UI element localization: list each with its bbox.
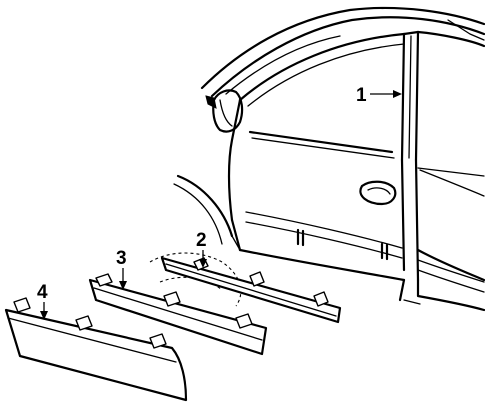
part-4-molding <box>4 297 188 402</box>
front-door <box>227 30 485 312</box>
callout-2-label: 2 <box>196 230 207 251</box>
callout-4-arrow <box>40 302 48 320</box>
callout-2-arrow <box>199 250 207 268</box>
side-mirror <box>205 89 244 133</box>
callout-3-arrow <box>119 268 127 290</box>
part-2-molding <box>160 256 342 324</box>
part-3-molding <box>88 273 268 356</box>
front-fender-wheel-arch <box>149 174 242 307</box>
car-roof-and-pillar <box>200 6 485 98</box>
callout-1-label: 1 <box>356 85 367 106</box>
callout-1-arrow <box>370 90 402 98</box>
callout-3-label: 3 <box>116 248 127 269</box>
callout-4-label: 4 <box>37 282 48 303</box>
